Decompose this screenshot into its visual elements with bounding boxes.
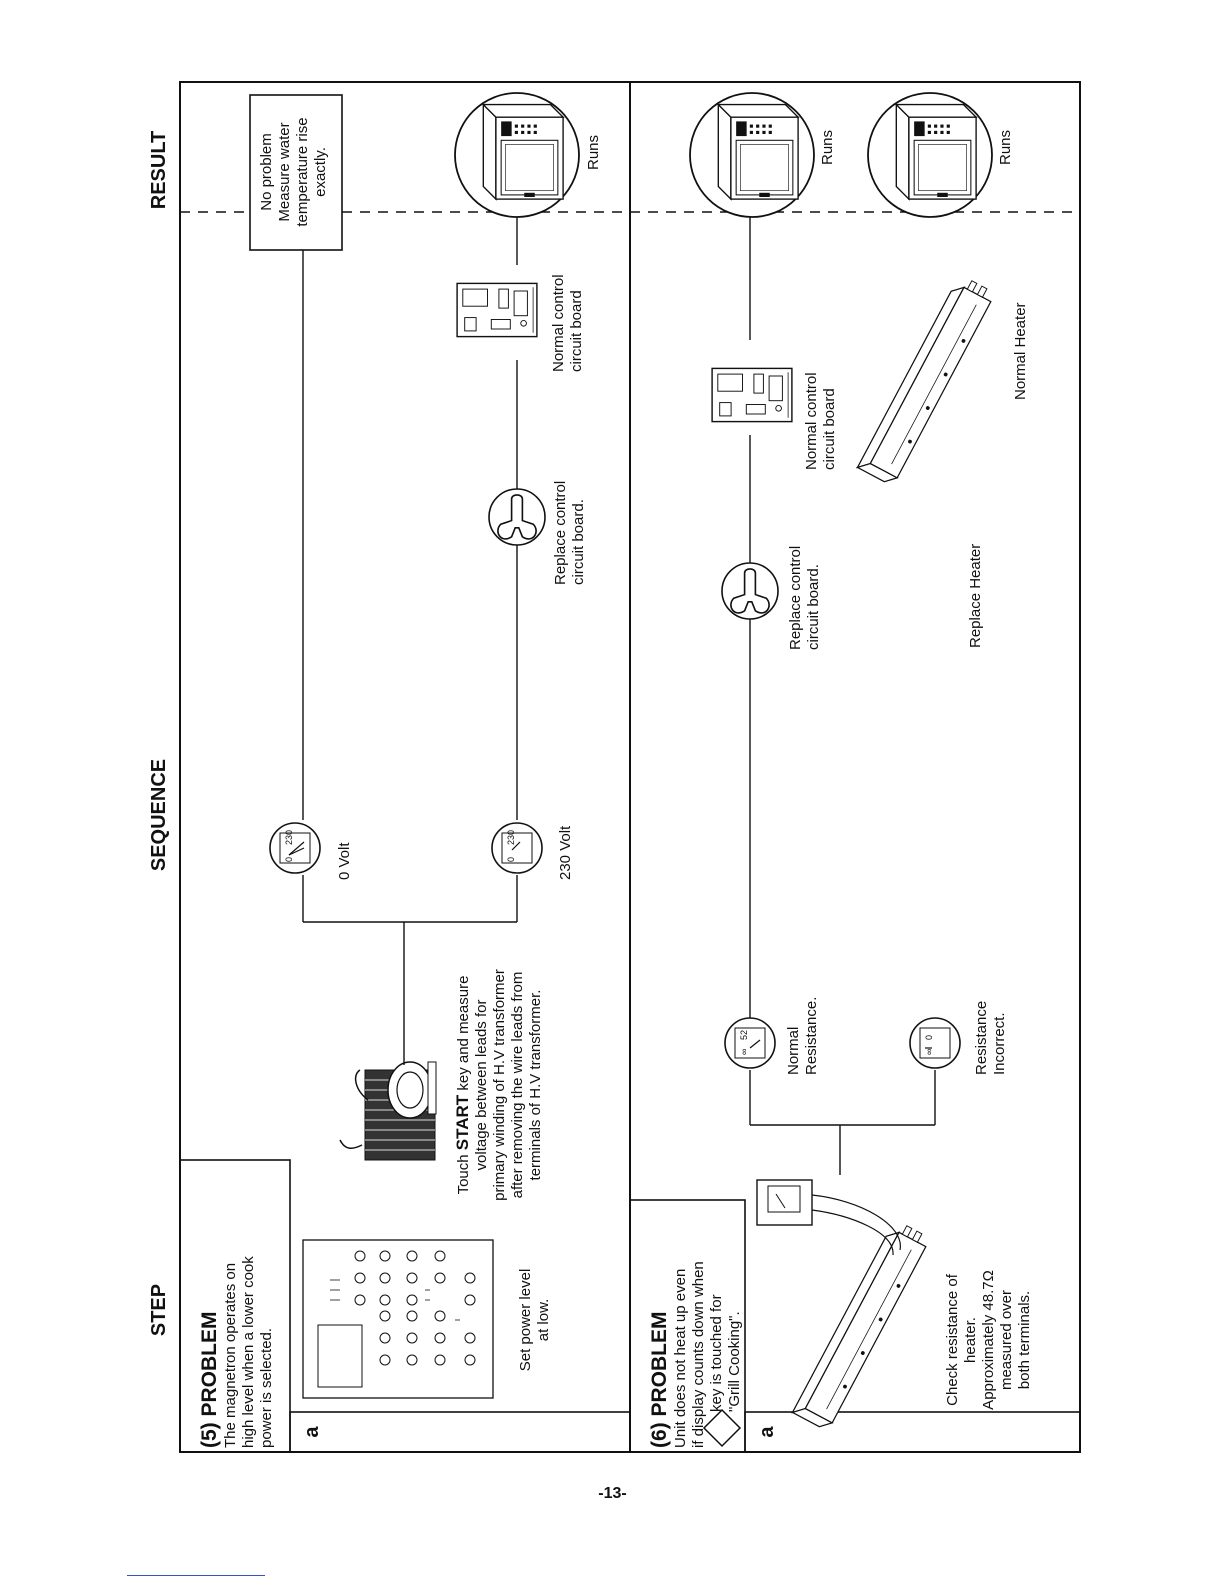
- svg-text:Touch START k: Touch START key and measure: [453, 976, 472, 1195]
- touch-start-line-3: primary winding of H.V transformer: [491, 969, 508, 1201]
- normal-resistance-line-2: Resistance.: [803, 997, 820, 1075]
- touch-start-text: Touch START key and measure voltage betw…: [453, 969, 544, 1201]
- normal-board-6-line-2: circuit board: [821, 388, 838, 470]
- replace-board-line-2: circuit board.: [570, 499, 587, 585]
- touch-word: Touch: [455, 1154, 472, 1194]
- problem-5-step-a: a: [301, 1426, 323, 1438]
- meter-normal-low: ∞: [739, 1049, 749, 1055]
- meter-230-high: 230: [506, 830, 516, 845]
- no-problem-line-2: Measure water: [276, 122, 293, 221]
- problem-6-desc-1: Unit does not heat up even: [672, 1269, 689, 1448]
- touch-start-line-2: voltage between leads for: [473, 1000, 490, 1171]
- meter-incorrect-low: ∞: [924, 1049, 934, 1055]
- meter-zero-low: 0: [284, 857, 294, 862]
- resistance-incorrect-line-1: Resistance: [973, 1001, 990, 1075]
- zero-volt-label: 0 Volt: [336, 842, 353, 880]
- normal-board-6-line-1: Normal control: [803, 372, 820, 470]
- runs-label-2: Runs: [997, 130, 1014, 165]
- problem-6-section: (6) PROBLEM Unit does not heat up even i…: [629, 92, 1081, 1453]
- normal-heater-label: Normal Heater: [1012, 302, 1029, 400]
- hv-transformer-illustration: [339, 1061, 437, 1161]
- set-power-text-1: Set power level: [517, 1269, 534, 1372]
- step-header: STEP: [148, 1284, 170, 1336]
- problem-6-desc-2: if display counts down when: [690, 1261, 707, 1448]
- no-problem-line-4: exactly.: [312, 147, 329, 197]
- problem-6-connectors: [749, 212, 936, 1175]
- problem-6-desc-4: "Grill Cooking".: [726, 1311, 743, 1412]
- problem-5-connectors: [302, 212, 518, 1065]
- control-circuit-board-icon: [456, 282, 538, 338]
- sequence-header: SEQUENCE: [148, 759, 170, 871]
- replace-board-6-line-1: Replace control: [787, 546, 804, 650]
- control-circuit-board-icon: [711, 367, 793, 423]
- problem-6-title: (6) PROBLEM: [648, 1312, 671, 1449]
- meter-normal-high: 52: [739, 1030, 749, 1040]
- page-number: -13-: [598, 1485, 627, 1502]
- problem-5-section: (5) PROBLEM The magnetron operates on hi…: [179, 92, 631, 1453]
- problem-5-desc-1: The magnetron operates on: [222, 1263, 239, 1448]
- result-header: RESULT: [148, 131, 170, 210]
- normal-resistance-line-1: Normal: [785, 1027, 802, 1075]
- check-resistance-line-2: heater.: [962, 1317, 979, 1363]
- problem-5-desc-2: high level when a lower cook: [240, 1256, 257, 1448]
- problem-6-step-a: a: [756, 1426, 778, 1438]
- microwave-oven-icon-2: [867, 92, 993, 218]
- check-resistance-line-3: Approximately 48.7Ω: [980, 1270, 997, 1410]
- voltmeter-zero-icon: 0 230: [269, 822, 321, 874]
- touch-start-rest: key and measure: [455, 976, 472, 1091]
- normal-board-line-2: circuit board: [568, 290, 585, 372]
- replace-heater-label: Replace Heater: [967, 544, 984, 648]
- touch-start-line-5: terminals of H.V transformer.: [527, 990, 544, 1181]
- heater-ohmmeter-illustration: [756, 1179, 931, 1432]
- ohmmeter-normal-icon: ∞ 52: [724, 1017, 776, 1069]
- meter-230-low: 0: [506, 857, 516, 862]
- microwave-oven-icon: [689, 92, 815, 218]
- start-key-word: START: [453, 1094, 472, 1150]
- replace-board-6-line-2: circuit board.: [805, 564, 822, 650]
- meter-zero-high: 230: [284, 830, 294, 845]
- no-problem-line-3: temperature rise: [294, 117, 311, 226]
- normal-board-line-1: Normal control: [550, 274, 567, 372]
- heater-icon: [856, 273, 996, 487]
- problem-6-desc-3: key is touched for: [708, 1294, 725, 1412]
- problem-5-desc-3: power is selected.: [258, 1328, 275, 1448]
- runs-label-1: Runs: [819, 130, 836, 165]
- wrench-icon: [721, 562, 779, 620]
- footer-link-line: [127, 1575, 265, 1576]
- check-resistance-line-5: both terminals.: [1016, 1291, 1033, 1389]
- set-power-text-2: at low.: [535, 1299, 552, 1342]
- no-problem-box: No problem Measure water temperature ris…: [249, 94, 343, 251]
- control-panel-illustration: [302, 1239, 494, 1399]
- grill-key-icon: [702, 1408, 742, 1448]
- meter-incorrect-high: 0: [924, 1035, 934, 1040]
- voltmeter-230-icon: 0 230: [491, 822, 543, 874]
- 230-volt-label: 230 Volt: [557, 825, 574, 880]
- ohmmeter-incorrect-icon: ∞ 0: [909, 1017, 961, 1069]
- resistance-incorrect-line-2: Incorrect.: [991, 1012, 1008, 1075]
- touch-start-line-4: after removing the wire leads from: [509, 972, 526, 1199]
- check-resistance-line-4: measured over: [998, 1290, 1015, 1390]
- problem-5-title: (5) PROBLEM: [198, 1312, 221, 1449]
- replace-board-line-1: Replace control: [552, 481, 569, 585]
- no-problem-line-1: No problem: [258, 133, 275, 211]
- microwave-oven-icon: [454, 92, 580, 218]
- runs-label: Runs: [585, 135, 602, 170]
- check-resistance-line-1: Check resistance of: [944, 1273, 961, 1406]
- wrench-icon: [488, 488, 546, 546]
